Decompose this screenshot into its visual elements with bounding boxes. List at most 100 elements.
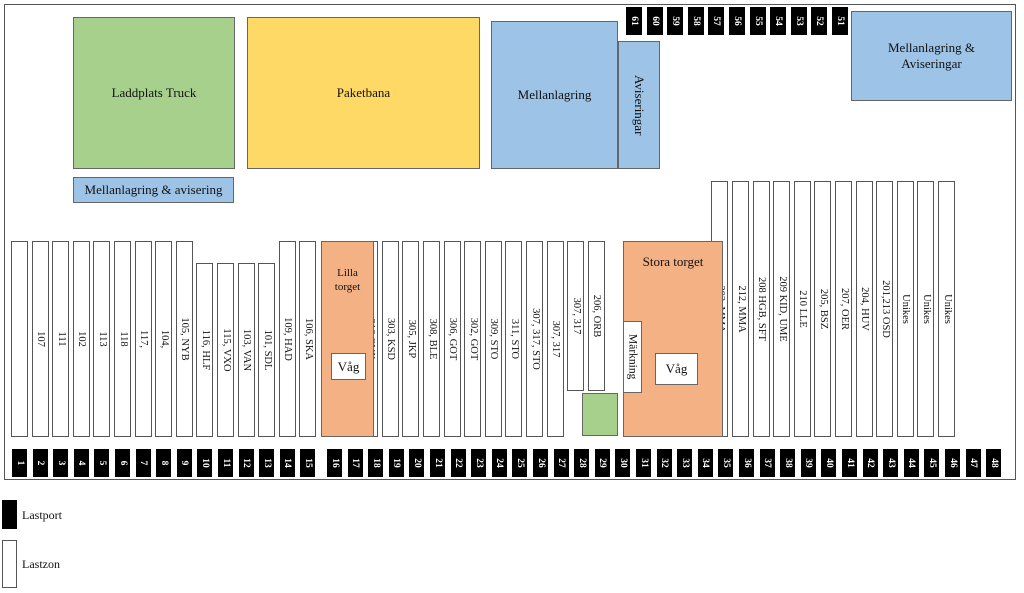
- area-markning: Märkning: [623, 321, 642, 393]
- load-zone-label: 208 HGB, SFT: [756, 277, 768, 341]
- load-zone-label: 102: [76, 331, 88, 347]
- lastport: 61: [626, 7, 642, 35]
- lastport: 8: [156, 449, 172, 477]
- lastport-number: 58: [690, 16, 701, 26]
- lastport: 1: [12, 449, 27, 477]
- load-zone: 113: [93, 241, 111, 437]
- lastport: 38: [780, 449, 796, 477]
- lastport: 55: [749, 7, 766, 35]
- load-zone: 115, VXO: [217, 263, 234, 437]
- lastport-number: 15: [302, 458, 313, 468]
- lastport: 16: [327, 449, 342, 477]
- lastport-number: 23: [473, 458, 484, 468]
- lastport: 17: [347, 449, 363, 477]
- lastport: 33: [677, 449, 693, 477]
- load-zone-label: 311, STO: [508, 318, 520, 360]
- lastport-number: 9: [179, 460, 190, 466]
- area-stora-torget-label: Stora torget: [642, 254, 704, 269]
- lastport-number: 45: [926, 458, 937, 468]
- lastport-number: 24: [494, 458, 505, 468]
- lastport: 40: [821, 449, 837, 477]
- load-zone: 309, STO: [484, 241, 502, 437]
- lastport: 2: [32, 449, 48, 477]
- lastport: 46: [945, 449, 960, 477]
- lastport: 4: [73, 449, 89, 477]
- load-zone: Unikes: [917, 181, 935, 437]
- lastport-number: 32: [659, 458, 670, 468]
- lastport: 24: [491, 449, 507, 477]
- load-zone-label: 308, BLE: [426, 318, 438, 360]
- load-zone: 103, VAN: [237, 263, 255, 437]
- lastport-number: 7: [138, 460, 149, 466]
- area-mellanlagring-label: Mellanlagring: [517, 87, 592, 102]
- load-zone-label: 113: [96, 331, 108, 347]
- load-zone-label: 207, OER: [838, 288, 850, 330]
- warehouse-layout-frame: Laddplats Truck Paketbana Mellanlagring …: [4, 4, 1016, 480]
- load-zone: 117,: [134, 241, 152, 437]
- lastport: 3: [53, 449, 69, 477]
- lastport-number: 39: [803, 458, 814, 468]
- load-zone-label: 111: [55, 331, 67, 347]
- lastport-number: 29: [597, 458, 608, 468]
- lastport: 30: [615, 449, 631, 477]
- load-zone: 306, GOT: [443, 241, 461, 437]
- lastport-number: 43: [885, 458, 896, 468]
- lastport-number: 36: [741, 458, 752, 468]
- lastport-number: 41: [844, 458, 855, 468]
- lastport-number: 42: [865, 458, 876, 468]
- lastport: 35: [718, 449, 734, 477]
- load-zone-label: 117,: [138, 330, 150, 348]
- lastport: 53: [790, 7, 807, 35]
- lastport-number: 8: [158, 460, 169, 466]
- load-zone-label: Unikes: [941, 294, 953, 324]
- load-zone: 109, HAD: [278, 241, 296, 437]
- lastport-number: 38: [782, 458, 793, 468]
- load-zone: 104,: [155, 241, 173, 437]
- lastport: 60: [646, 7, 663, 35]
- lastport-number: 5: [96, 460, 107, 466]
- lastport: 14: [279, 449, 295, 477]
- load-zone: 118: [114, 241, 131, 437]
- load-zone-label: 204, HUV: [859, 287, 871, 331]
- lastport-number: 22: [453, 458, 464, 468]
- area-markning-label: Märkning: [626, 334, 639, 380]
- load-zone-label: 210 LLE: [797, 290, 809, 328]
- area-laddplats-truck-label: Laddplats Truck: [111, 85, 197, 100]
- load-zone: 208 HGB, SFT: [752, 181, 770, 437]
- area-lilla-torget-label-2: torget: [334, 281, 361, 293]
- load-zone-label: 302, GOT: [467, 317, 479, 361]
- lastport-number: 18: [370, 458, 381, 468]
- vag-lilla-torget: Våg: [331, 353, 366, 380]
- lastport-number: 1: [14, 460, 25, 466]
- area-mellanlagring-aviseringar-label-2: Aviseringar: [901, 56, 962, 71]
- load-zone-label: 109, HAD: [282, 317, 294, 361]
- load-zone: 101, SDL: [258, 263, 276, 437]
- load-zone: 308, BLE: [423, 241, 440, 437]
- lastport-number: 46: [947, 458, 958, 468]
- load-zone-label: 209 KID, UME: [776, 276, 788, 342]
- lastport: 51: [832, 7, 848, 35]
- load-zone: 111: [52, 241, 70, 437]
- lastport-number: 26: [535, 458, 546, 468]
- load-zone-label: 106, SKA: [302, 317, 314, 361]
- load-zone: 302, GOT: [464, 241, 482, 437]
- lastport-number: 51: [835, 16, 845, 26]
- lastport-number: 57: [711, 16, 722, 26]
- vag-stora-torget: Våg: [655, 353, 698, 385]
- lastport-number: 10: [199, 458, 210, 468]
- lastport-number: 44: [906, 458, 917, 468]
- lastport-number: 17: [350, 458, 361, 468]
- load-zone: 307, 317: [546, 241, 564, 437]
- area-aviseringar-label: Aviseringar: [632, 74, 647, 136]
- lastport: 58: [687, 7, 704, 35]
- area-mellanlagring-avisering: Mellanlagring & avisering: [73, 177, 234, 203]
- load-zone-label: 205, BSZ: [817, 288, 829, 330]
- lastport: 31: [636, 449, 651, 477]
- load-zone: 212, MMA: [732, 181, 749, 437]
- load-zone-label: Unikes: [920, 294, 932, 324]
- load-zone-label: 305, JKP: [405, 319, 417, 359]
- lastport: 22: [450, 449, 466, 477]
- lastport: 56: [729, 7, 745, 35]
- load-zone: 205, BSZ: [814, 181, 832, 437]
- lastport-number: 59: [670, 16, 681, 26]
